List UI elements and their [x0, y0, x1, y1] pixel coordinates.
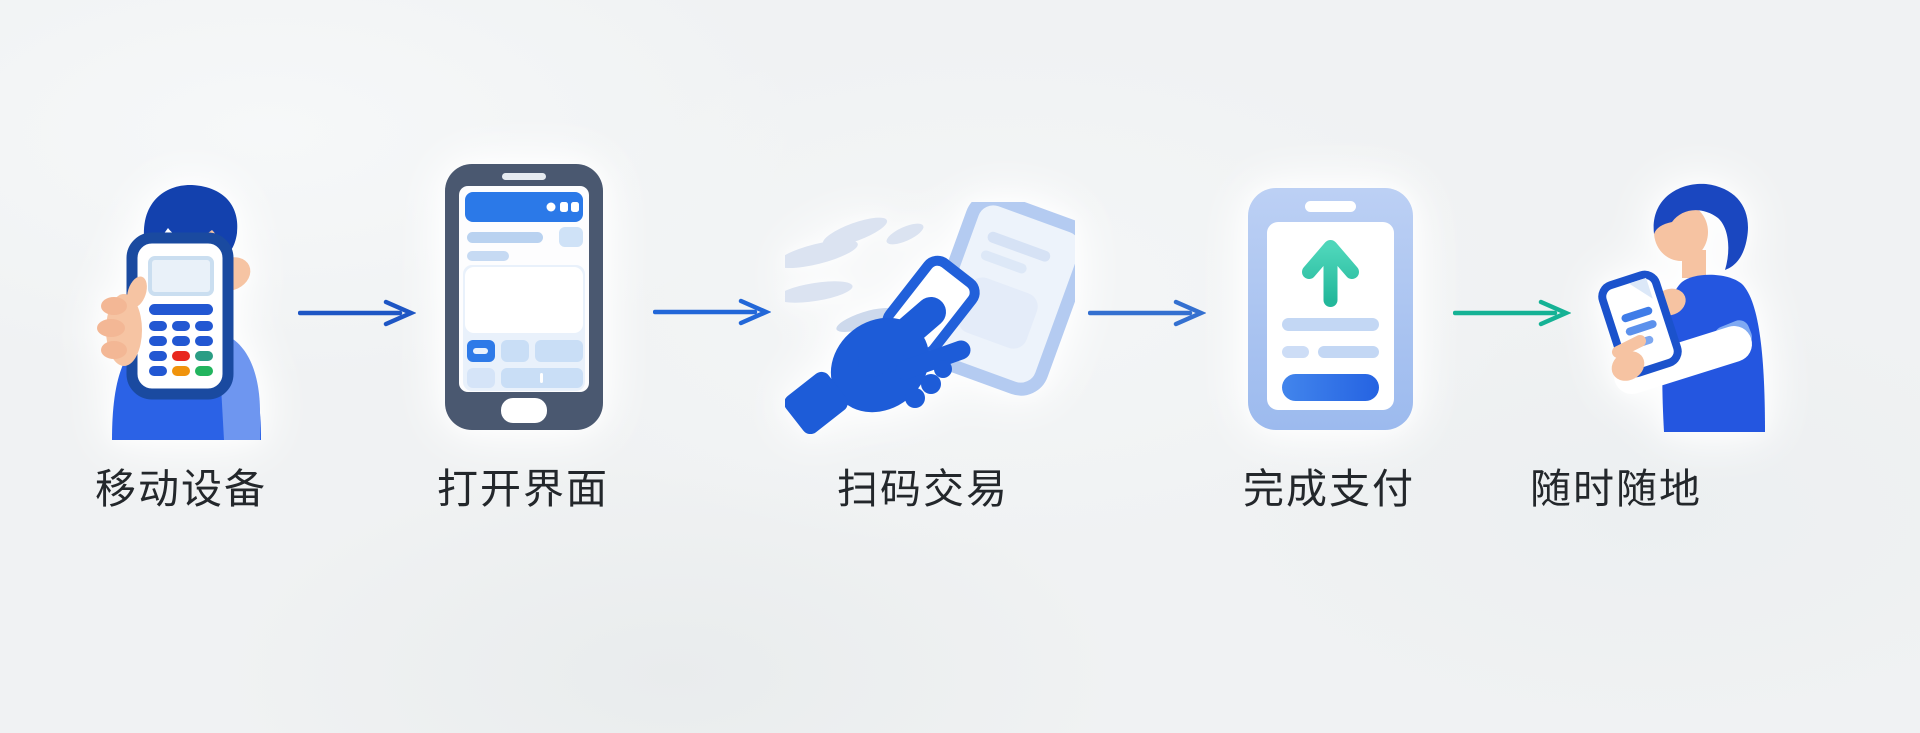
step-label-open-interface: 打开界面: [437, 466, 609, 512]
person-with-pos-terminal-icon: [97, 184, 261, 440]
flow-arrow-icon: [653, 298, 771, 326]
person-holding-phone-icon: [1598, 183, 1765, 432]
step-label-complete-payment: 完成支付: [1243, 466, 1415, 512]
smartphone-interface-icon: [445, 164, 603, 430]
step-label-anytime-anywhere: 随时随地: [1530, 466, 1702, 512]
payment-upload-tablet-icon: [1248, 188, 1413, 430]
step-label-scan-transaction: 扫码交易: [837, 466, 1009, 512]
step-label-mobile-device: 移动设备: [95, 466, 267, 512]
flow-arrow-icon: [1453, 299, 1571, 327]
hand-scan-phone-icon: [785, 202, 1075, 434]
flow-arrow-icon: [1088, 299, 1206, 327]
flow-arrow-icon: [298, 299, 416, 327]
